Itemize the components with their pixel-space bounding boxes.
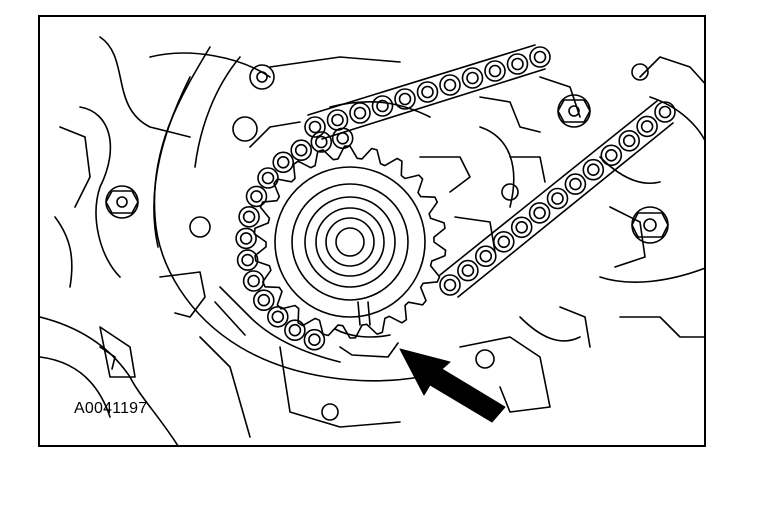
chain-link [371,95,394,117]
chain-link [564,173,587,195]
illustration-frame: A0041197 [38,15,706,447]
chain-link [484,60,506,82]
figure-id-label: A0041197 [74,400,148,417]
chain-plate [439,100,658,276]
timing-mark [339,342,399,358]
chain-link [242,270,265,292]
chain-plate [321,68,546,140]
chain-link [528,202,551,224]
bolt-top-right [557,94,591,128]
crankshaft-sprocket [253,145,447,339]
chain-link [326,109,349,131]
chain-link [272,151,294,174]
casting-holes [189,63,649,421]
timing-chain [235,44,676,351]
chain-link [439,274,461,296]
engine-block-outline [40,36,704,445]
chain-link [394,88,416,110]
chain-link [529,46,551,68]
chain-link [257,167,279,189]
chain-link [331,127,354,150]
chain-link [304,116,326,138]
chain-link [582,158,605,181]
chain-link [618,130,641,152]
chain-link [506,53,529,75]
arrow-icon [399,348,506,423]
chain-link [245,185,268,208]
chain-link [492,231,515,253]
chain-link [546,187,569,210]
chain-link [290,139,313,161]
chain-link [474,245,497,267]
chain-link [461,67,484,89]
chain-link [303,328,326,351]
chain-link [284,319,306,342]
chain-link [310,131,333,153]
bolt-left [105,185,139,219]
chain-link [349,102,371,124]
chain-plate [307,44,536,116]
chain-link [600,144,623,167]
chain-plate [457,122,674,298]
bolt-right [631,206,669,244]
chain-link [235,227,257,250]
chain-link [267,305,289,328]
chain-link [236,249,259,271]
chain-link [636,115,658,138]
chain-link [654,101,676,123]
chain-link [439,74,461,96]
chain-link [416,81,439,103]
chain-link [253,289,275,312]
timing-chain-illustration [40,36,704,445]
chain-link [238,206,260,228]
chain-link [510,216,533,239]
chain-link [457,259,479,282]
